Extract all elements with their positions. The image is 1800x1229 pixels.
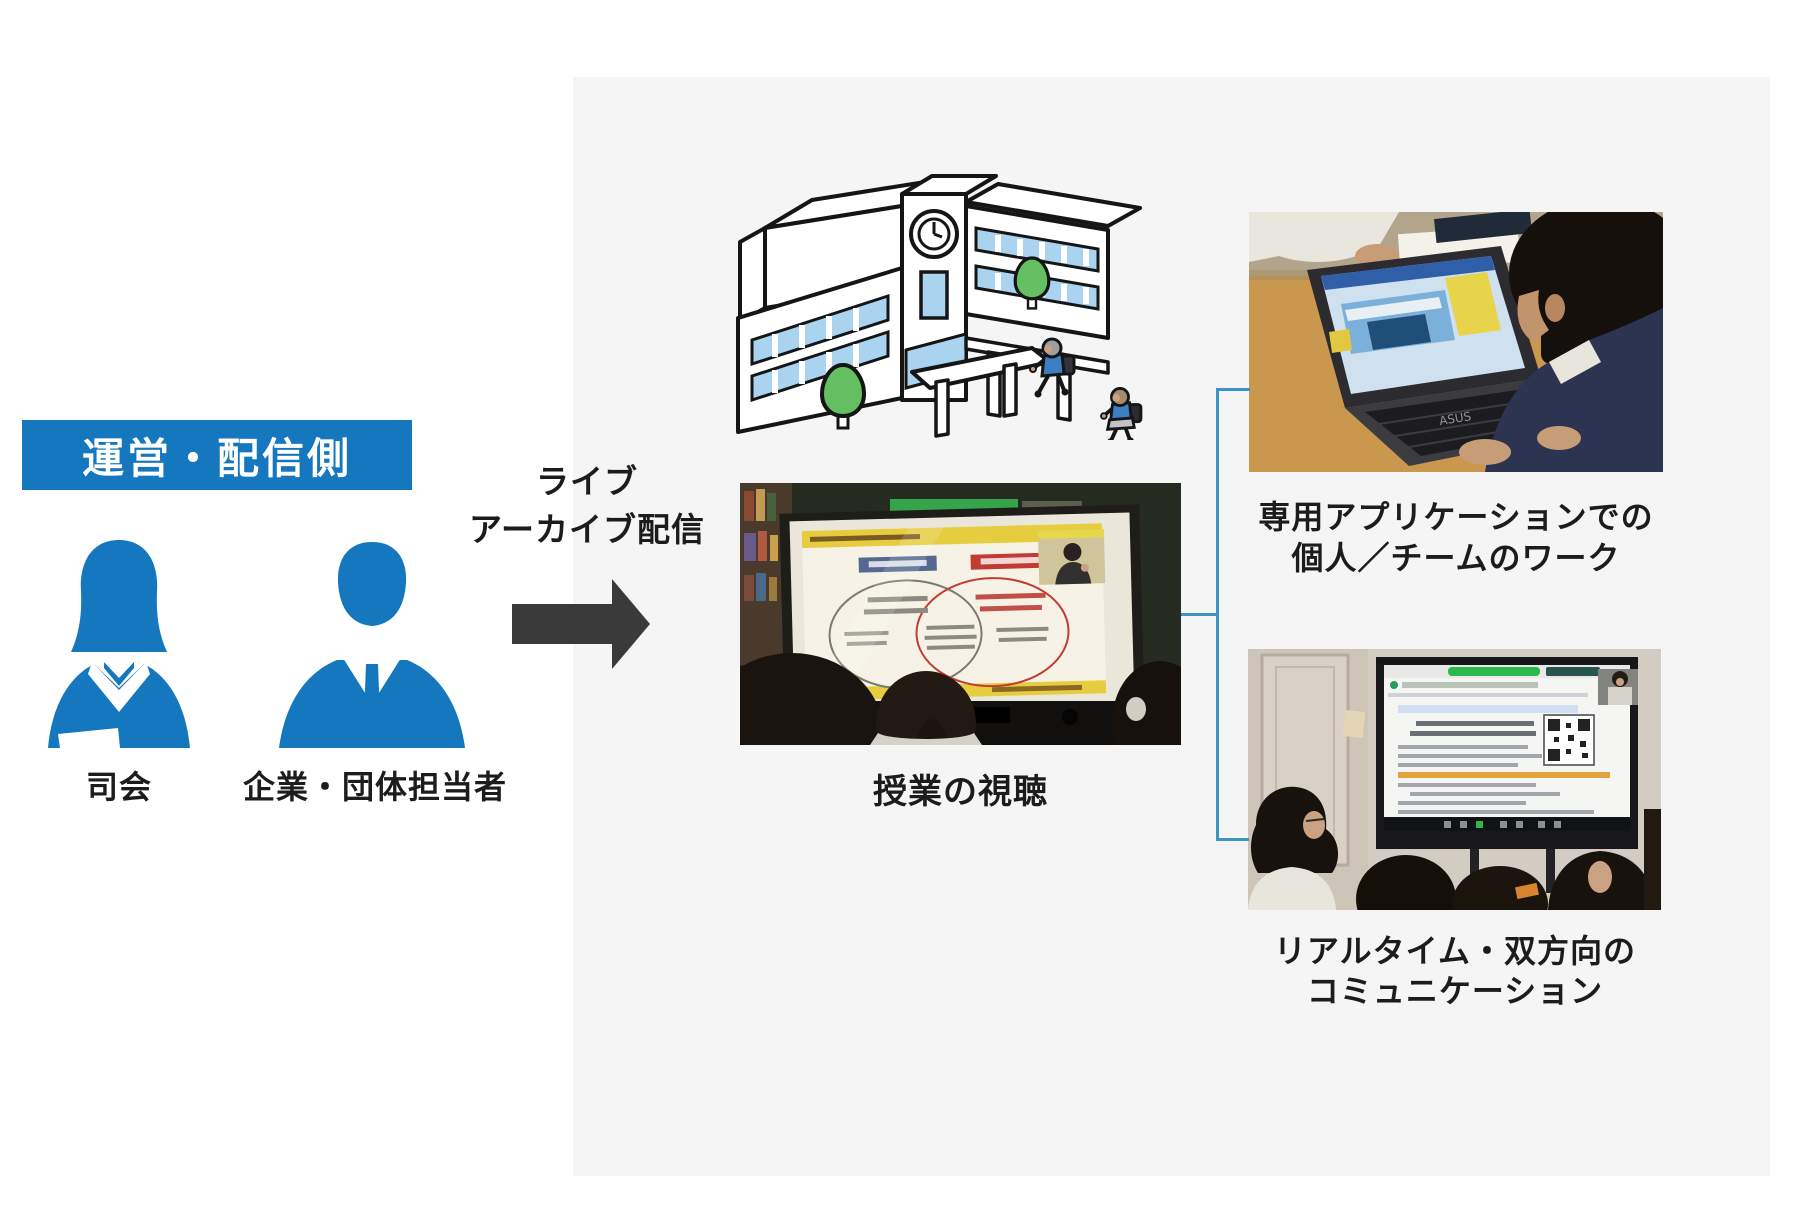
right-arrow-head-icon [612,579,650,669]
tree-icon [1013,256,1051,310]
delivery-label: ライブ アーカイブ配信 [437,458,737,554]
walking-student-icon [1029,337,1076,398]
speaker-video-thumbnail [1598,669,1638,705]
connector-top-line [1216,388,1250,391]
operator-side-banner: 運営・配信側 [22,420,412,490]
caption-realtime-communication: リアルタイム・双方向の コミュニケーション [1208,931,1702,1011]
laptop-screen [1307,246,1541,408]
connector-bottom-line [1216,838,1249,841]
role-company-text: 企業・団体担当者 [242,768,507,806]
caption-realtime-communication-line2: コミュニケーション [1306,972,1604,1010]
connector-middle-line [1181,613,1219,616]
tree-icon [819,362,867,430]
projector-screen [779,504,1145,728]
photo-app-teamwork: ASUS [1249,212,1663,472]
qr-code-icon [1543,714,1595,766]
delivery-label-line2: アーカイブ配信 [468,510,706,549]
audience-silhouettes [1248,786,1661,910]
caption-app-teamwork-line1: 専用アプリケーションでの [1258,498,1654,536]
photo-class-viewing [740,483,1181,745]
caption-app-teamwork-line2: 個人／チームのワーク [1291,539,1621,577]
caption-realtime-communication-line1: リアルタイム・双方向の [1273,932,1637,970]
delivery-label-line1: ライブ [536,462,638,501]
operator-side-banner-label: 運営・配信側 [81,433,352,483]
presenter-video-thumbnail [1037,529,1106,585]
female-presenter-silhouette-icon [48,540,190,748]
caption-class-viewing: 授業の視聴 [740,764,1181,813]
right-arrow-icon [512,604,614,644]
role-label-mc: 司会 [30,762,208,808]
school-windows-left [750,293,890,403]
school-clock-icon [909,209,959,259]
student-silhouettes [740,653,1181,745]
caption-app-teamwork: 専用アプリケーションでの 個人／チームのワーク [1209,497,1703,579]
laptop-brand-label: ASUS [1438,409,1472,428]
photo-realtime-communication [1248,649,1661,910]
walking-student-icon [1100,387,1143,440]
male-business-silhouette-icon [279,542,465,748]
school-building-icon [736,174,1143,440]
student-at-laptop [1459,212,1663,472]
classroom-display [1376,657,1638,893]
role-label-company: 企業・団体担当者 [215,762,535,808]
caption-class-viewing-text: 授業の視聴 [873,772,1048,812]
role-mc-text: 司会 [85,768,152,806]
